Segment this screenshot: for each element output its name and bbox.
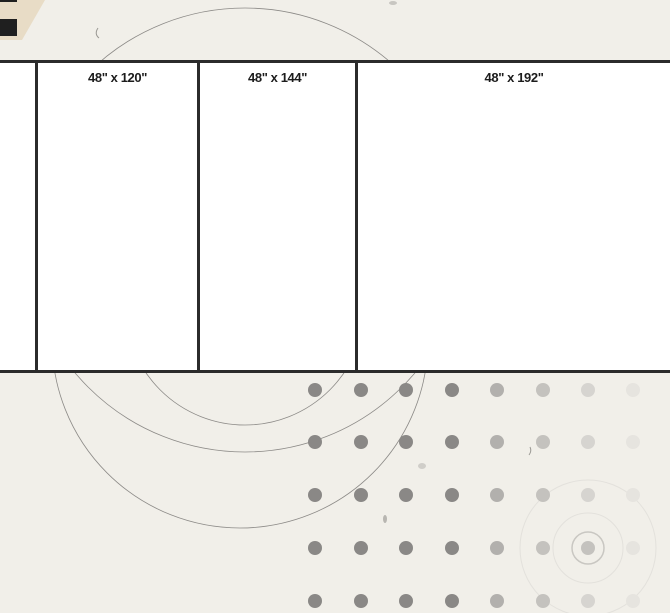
corner-line [0, 0, 17, 2]
decor-dot [490, 383, 504, 397]
panel-partial [0, 63, 38, 370]
decor-dot [536, 541, 550, 555]
decor-dot [445, 488, 459, 502]
decor-dot [626, 594, 640, 608]
decor-dot [399, 594, 413, 608]
decor-dot [445, 383, 459, 397]
corner-bar [0, 19, 17, 36]
speckle [529, 447, 531, 455]
speckle [383, 515, 387, 523]
decor-dot [399, 383, 413, 397]
decor-dot [490, 488, 504, 502]
speckle [96, 28, 99, 38]
panel-sizes-strip: 48" x 120" 48" x 144" 48" x 192" [0, 60, 670, 373]
decor-dot [308, 435, 322, 449]
panel-48x192: 48" x 192" [358, 63, 670, 370]
decor-dot [445, 435, 459, 449]
decor-dot [626, 488, 640, 502]
decor-dot [308, 541, 322, 555]
decor-dot [399, 435, 413, 449]
decor-dot [308, 488, 322, 502]
decor-dot [399, 541, 413, 555]
corner-tab [0, 0, 45, 45]
decor-dot [626, 435, 640, 449]
decor-dot [308, 594, 322, 608]
decor-dot [308, 383, 322, 397]
panel-48x144: 48" x 144" [200, 63, 358, 370]
decor-dot [581, 435, 595, 449]
decor-dot [581, 594, 595, 608]
panel-48x120: 48" x 120" [38, 63, 200, 370]
decor-dot [490, 541, 504, 555]
dot-grid [308, 383, 640, 608]
panel-label: 48" x 144" [200, 70, 355, 85]
panel-label: 48" x 120" [38, 70, 197, 85]
decor-dot [354, 541, 368, 555]
target-center-dot [581, 541, 595, 555]
decor-dot [354, 435, 368, 449]
speckle [418, 463, 426, 469]
decor-dot [536, 435, 550, 449]
decor-dot [490, 435, 504, 449]
decor-dot [626, 541, 640, 555]
decor-dot [490, 594, 504, 608]
decor-dot [354, 488, 368, 502]
panel-label: 48" x 192" [358, 70, 670, 85]
decor-dot [445, 541, 459, 555]
decor-dot [536, 383, 550, 397]
decor-dot [354, 594, 368, 608]
decor-dot [536, 594, 550, 608]
decor-dot [626, 383, 640, 397]
decor-dot [354, 383, 368, 397]
decor-dot [399, 488, 413, 502]
decor-dot [581, 488, 595, 502]
speckle [389, 1, 397, 5]
decor-dot [536, 488, 550, 502]
decor-dot [581, 383, 595, 397]
decor-dot [445, 594, 459, 608]
